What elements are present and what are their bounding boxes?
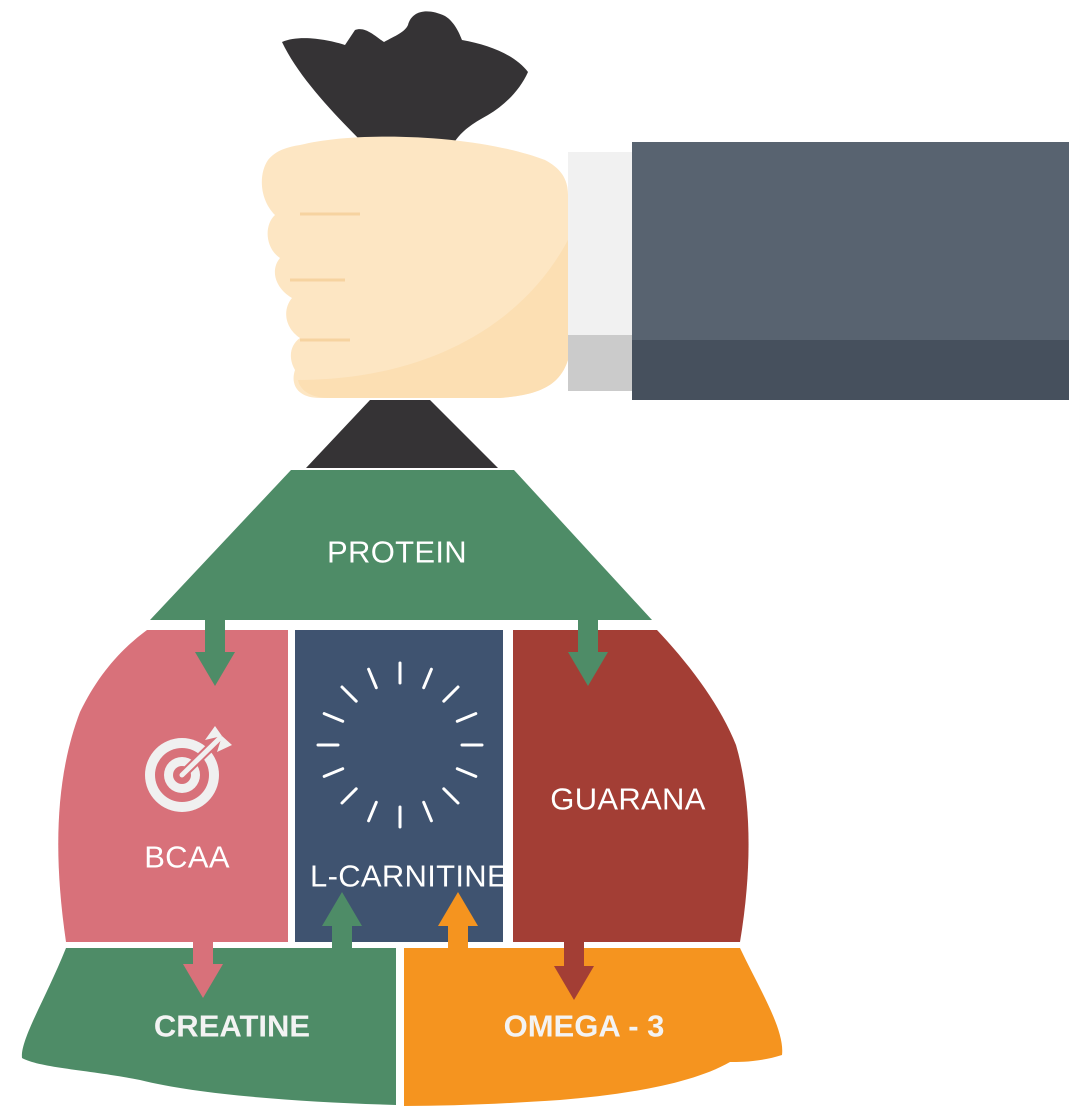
dial-tick bbox=[422, 800, 433, 823]
bcaa-label: BCAA bbox=[144, 839, 230, 875]
arrow-guarana-to-omega3 bbox=[554, 938, 594, 1000]
arrow-protein-to-bcaa bbox=[195, 618, 235, 686]
dial-tick bbox=[367, 667, 378, 690]
dial-tick bbox=[422, 667, 433, 690]
sleeve bbox=[632, 142, 1069, 342]
dial-tick bbox=[455, 767, 478, 778]
protein-label: PROTEIN bbox=[327, 534, 467, 570]
dial-tick bbox=[442, 787, 460, 805]
shirt-cuff-shadow bbox=[568, 335, 632, 391]
target-arrow-icon bbox=[145, 726, 232, 812]
bag-knot-top bbox=[282, 11, 528, 150]
dial-tick bbox=[322, 712, 345, 723]
fist bbox=[261, 136, 568, 398]
protein-block bbox=[150, 470, 652, 620]
shirt-cuff bbox=[568, 152, 632, 342]
arrow-creatine-to-lcarnitine bbox=[322, 892, 362, 966]
arrow-bcaa-to-creatine bbox=[183, 938, 223, 998]
dial-tick bbox=[455, 712, 478, 723]
sleeve-shadow bbox=[632, 340, 1069, 400]
creatine-label: CREATINE bbox=[153, 1008, 311, 1044]
arrow-omega3-to-lcarnitine bbox=[438, 892, 478, 966]
omega3-label: OMEGA - 3 bbox=[503, 1008, 665, 1044]
guarana-label: GUARANA bbox=[550, 781, 706, 817]
dial-tick bbox=[322, 767, 345, 778]
arrow-protein-to-guarana bbox=[568, 618, 608, 686]
omega3-block bbox=[404, 948, 783, 1106]
clock-dial-icon bbox=[316, 661, 484, 829]
bag-neck bbox=[306, 400, 498, 468]
protein-block-top bbox=[291, 470, 514, 486]
dial-tick bbox=[340, 787, 358, 805]
lcarnitine-label: L-CARNITINE bbox=[310, 858, 508, 894]
dial-tick bbox=[367, 800, 378, 823]
dial-tick bbox=[442, 685, 460, 703]
guarana-block bbox=[513, 630, 749, 942]
dial-tick bbox=[340, 685, 358, 703]
creatine-block bbox=[21, 948, 396, 1105]
